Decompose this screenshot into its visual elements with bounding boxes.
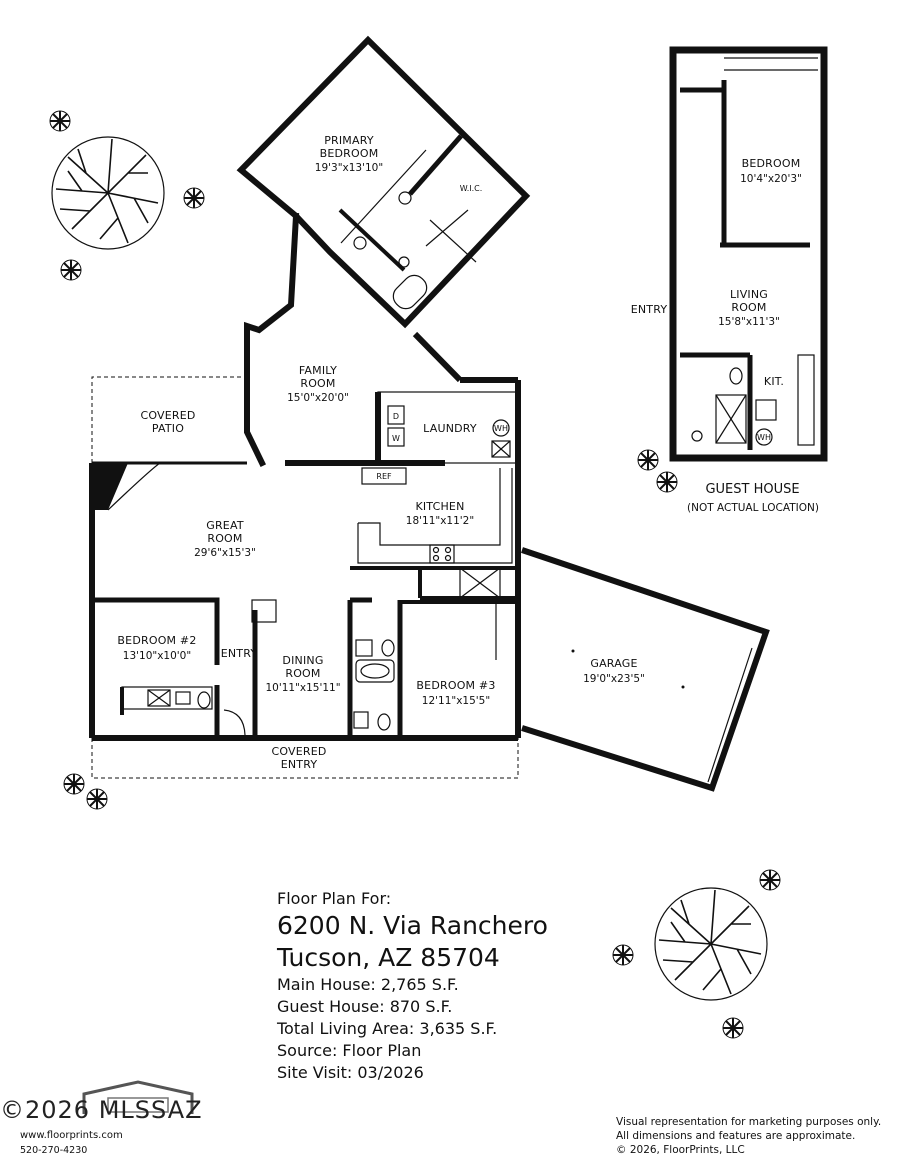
mls-watermark: ©2026 MLSSAZ	[0, 1096, 203, 1124]
family-room: FAMILY ROOM 15'0"x20'0"	[244, 212, 518, 468]
site-visit-line: Site Visit: 03/2026	[277, 1063, 424, 1082]
room-label-family-room: ROOM	[300, 377, 335, 390]
shrub-icon	[656, 471, 678, 493]
room-dim-guest-bedroom: 10'4"x20'3"	[740, 173, 802, 185]
room-label-laundry: LAUNDRY	[423, 422, 477, 435]
address-line-1: 6200 N. Via Ranchero	[277, 911, 548, 940]
water-heater-label: WH	[494, 424, 508, 433]
room-dim-guest-living-room: 15'8"x11'3"	[718, 316, 780, 328]
source-line: Source: Floor Plan	[277, 1041, 422, 1060]
room-label-great-room: GREAT	[206, 519, 244, 532]
bedroom-2: BEDROOM #2 13'10"x10'0"	[92, 597, 220, 738]
shrub-icon	[722, 1017, 744, 1039]
room-label-primary-bedroom: BEDROOM	[320, 147, 379, 160]
room-label-guest-entry: ENTRY	[631, 303, 668, 316]
room-label-bedroom-3: BEDROOM #3	[416, 679, 495, 692]
disclaimer-line-3: © 2026, FloorPrints, LLC	[616, 1144, 745, 1156]
room-label-covered-entry: COVERED	[271, 745, 326, 758]
room-label-dining-room: ROOM	[285, 667, 320, 680]
room-label-great-room: ROOM	[207, 532, 242, 545]
room-dim-primary-bedroom: 19'3"x13'10"	[315, 162, 383, 174]
dining-room: DINING ROOM 10'11"x15'11"	[265, 654, 340, 694]
room-dim-bedroom-2: 13'10"x10'0"	[123, 650, 191, 662]
primary-bedroom-wing: PRIMARY BEDROOM 19'3"x13'10" W.I.C.	[236, 35, 531, 329]
property-info-block: Floor Plan For: 6200 N. Via Ranchero Tuc…	[277, 888, 548, 1084]
shrub-icon	[612, 944, 634, 966]
dryer-label: D	[393, 412, 399, 421]
guest-house-subtitle: (NOT ACTUAL LOCATION)	[687, 502, 819, 514]
room-label-covered-patio: PATIO	[152, 422, 184, 435]
room-label-guest-living-room: LIVING	[730, 288, 768, 301]
guest-house-area: Guest House: 870 S.F.	[277, 997, 453, 1016]
room-label-covered-patio: COVERED	[140, 409, 195, 422]
brand-phone: 520-270-4230	[20, 1145, 88, 1156]
disclaimer: Visual representation for marketing purp…	[616, 1115, 881, 1157]
floorprints-logo	[82, 1080, 194, 1114]
shrub-icon	[49, 110, 71, 132]
brand-url: www.floorprints.com	[20, 1130, 123, 1141]
ref-label: REF	[376, 472, 392, 481]
main-house-area: Main House: 2,765 S.F.	[277, 975, 459, 994]
shrub-icon	[759, 869, 781, 891]
shrub-icon	[63, 773, 85, 795]
room-label-entry: ENTRY	[221, 647, 258, 660]
room-label-guest-kitchen: KIT.	[764, 375, 784, 388]
shrub-icon	[86, 788, 108, 810]
bedroom-3: BEDROOM #3 12'11"x15'5"	[400, 600, 518, 707]
room-dim-family-room: 15'0"x20'0"	[287, 392, 349, 404]
disclaimer-line-2: All dimensions and features are approxim…	[616, 1130, 856, 1142]
shrub-icon	[60, 259, 82, 281]
total-living-area: Total Living Area: 3,635 S.F.	[277, 1019, 498, 1038]
great-room: GREAT ROOM 29'6"x15'3"	[194, 519, 256, 559]
guest-house: WH BEDROOM 10'4"x20'3" LIVING ROOM 15'8"…	[669, 46, 828, 462]
kitchen: KITCHEN 18'11"x11'2"	[350, 468, 518, 570]
entry: ENTRY	[221, 599, 277, 738]
large-tree-top-left-icon	[51, 136, 165, 250]
room-dim-dining-room: 10'11"x15'11"	[265, 682, 340, 694]
laundry-room: D W WH LAUNDRY	[375, 380, 521, 464]
floor-plan-for-label: Floor Plan For:	[277, 889, 392, 908]
refrigerator	[361, 467, 407, 485]
garage: GARAGE 19'0"x23'5"	[521, 547, 770, 792]
guest-house-title: GUEST HOUSE	[705, 482, 800, 497]
covered-patio: COVERED PATIO	[91, 376, 247, 463]
room-dim-kitchen: 18'11"x11'2"	[406, 515, 474, 527]
room-label-guest-bedroom: BEDROOM	[742, 157, 801, 170]
room-label-garage: GARAGE	[590, 657, 637, 670]
room-label-guest-living-room: ROOM	[731, 301, 766, 314]
shrub-icon	[183, 187, 205, 209]
room-label-kitchen: KITCHEN	[415, 500, 464, 513]
covered-entry: COVERED ENTRY	[91, 738, 519, 779]
room-label-family-room: FAMILY	[299, 364, 337, 377]
room-dim-great-room: 29'6"x15'3"	[194, 547, 256, 559]
room-label-covered-entry: ENTRY	[281, 758, 318, 771]
room-label-wic: W.I.C.	[460, 184, 483, 193]
address-line-2: Tucson, AZ 85704	[277, 943, 500, 972]
room-label-bedroom-2: BEDROOM #2	[117, 634, 196, 647]
large-tree-bottom-right-icon	[654, 887, 768, 1001]
room-dim-bedroom-3: 12'11"x15'5"	[422, 695, 490, 707]
room-label-dining-room: DINING	[282, 654, 323, 667]
washer-label: W	[392, 434, 400, 443]
guest-wh-label: WH	[757, 433, 771, 442]
room-dim-garage: 19'0"x23'5"	[583, 673, 645, 685]
shrub-icon	[637, 449, 659, 471]
hall-bathroom	[347, 597, 403, 738]
hall-closets	[418, 567, 518, 600]
room-label-primary-bedroom: PRIMARY	[324, 134, 374, 147]
disclaimer-line-1: Visual representation for marketing purp…	[616, 1116, 882, 1128]
